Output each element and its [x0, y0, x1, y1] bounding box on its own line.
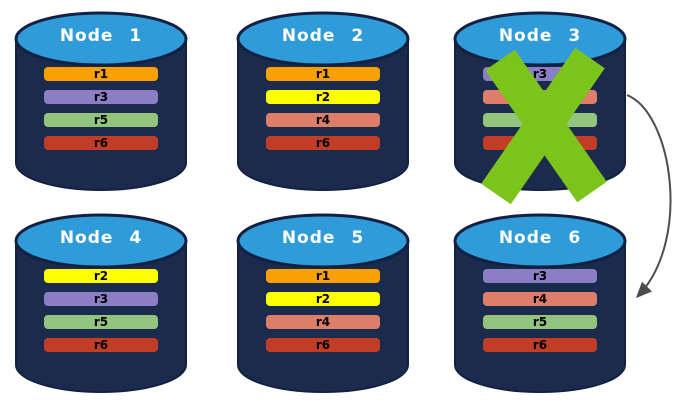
- replica-bar-r3: r3: [483, 269, 597, 283]
- replica-bar-r1: r1: [266, 67, 380, 81]
- node-title: Node 6: [498, 228, 582, 248]
- replica-bar-r6: r6: [266, 338, 380, 352]
- replica-bar-r3: r3: [44, 292, 158, 306]
- node-6: Node 6 r3 r4 r5 r6: [452, 212, 628, 394]
- cylinder-top: [14, 11, 188, 67]
- replica-bar-r4: r4: [266, 315, 380, 329]
- cylinder-top: [14, 213, 188, 269]
- replica-bar-r5: r5: [44, 315, 158, 329]
- cylinder-top: [453, 213, 627, 269]
- node-title: Node 4: [59, 228, 143, 248]
- replica-bar-r2: r2: [266, 90, 380, 104]
- replica-bar-r1: r1: [44, 67, 158, 81]
- replica-bar-r6: r6: [44, 136, 158, 150]
- replica-bar-r2: r2: [44, 269, 158, 283]
- replica-bar-r4: r4: [483, 292, 597, 306]
- replica-bar-r5: r5: [483, 113, 597, 127]
- node-title: Node 5: [281, 228, 365, 248]
- replica-list: r2 r3 r5 r6: [44, 269, 158, 361]
- replica-bar-r4: r4: [483, 90, 597, 104]
- replica-bar-r6: r6: [44, 338, 158, 352]
- node-title: Node 3: [498, 26, 582, 46]
- cylinder-top: [236, 11, 410, 67]
- replica-list: r1 r3 r5 r6: [44, 67, 158, 159]
- replica-bar-r6: r6: [266, 136, 380, 150]
- replica-list: r1 r2 r4 r6: [266, 67, 380, 159]
- replica-bar-r6: r6: [483, 136, 597, 150]
- replica-bar-r1: r1: [266, 269, 380, 283]
- node-1: Node 1 r1 r3 r5 r6: [13, 10, 189, 192]
- replica-bar-r6: r6: [483, 338, 597, 352]
- node-2: Node 2 r1 r2 r4 r6: [235, 10, 411, 192]
- replica-bar-r2: r2: [266, 292, 380, 306]
- node-3: Node 3 r3 r4 r5 r6: [452, 10, 628, 205]
- replica-bar-r5: r5: [483, 315, 597, 329]
- replica-bar-r3: r3: [483, 67, 597, 81]
- node-title: Node 1: [59, 26, 143, 46]
- replica-bar-r5: r5: [44, 113, 158, 127]
- replica-list: r1 r2 r4 r6: [266, 269, 380, 361]
- replica-list: r3 r4 r5 r6: [483, 269, 597, 361]
- replica-bar-r4: r4: [266, 113, 380, 127]
- replica-list: r3 r4 r5 r6: [483, 67, 597, 159]
- node-title: Node 2: [281, 26, 365, 46]
- node-4: Node 4 r2 r3 r5 r6: [13, 212, 189, 394]
- recovery-arrow-line: [626, 94, 672, 299]
- node-5: Node 5 r1 r2 r4 r6: [235, 212, 411, 394]
- replica-bar-r3: r3: [44, 90, 158, 104]
- cylinder-top: [236, 213, 410, 269]
